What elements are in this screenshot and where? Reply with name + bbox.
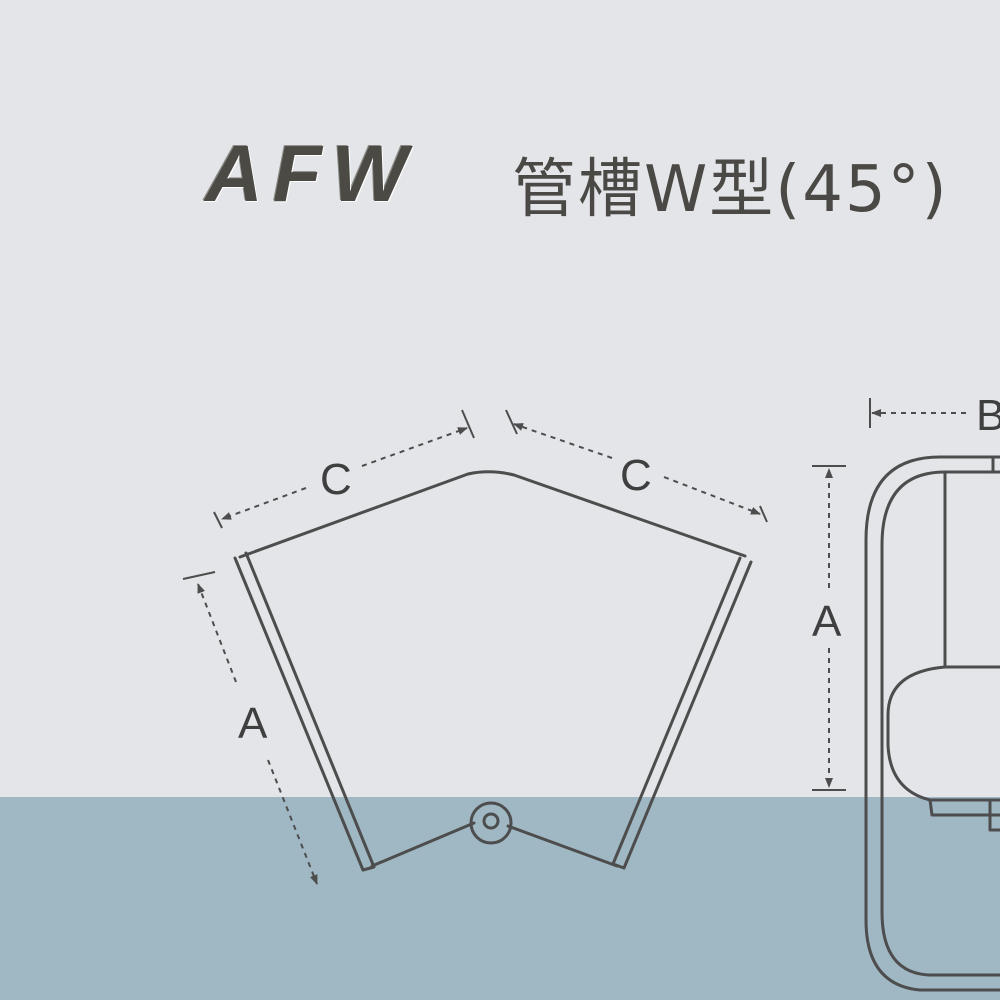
bottom-color-band bbox=[0, 797, 1000, 1000]
section-lower-channel bbox=[886, 665, 1000, 802]
elbow-side-view bbox=[233, 470, 753, 872]
a-left-dimension-line bbox=[197, 583, 237, 683]
duct-cross-section bbox=[864, 455, 1000, 992]
hinge-pin bbox=[482, 812, 500, 830]
section-clip bbox=[988, 798, 1000, 832]
c-right-dimension-line bbox=[513, 423, 613, 459]
a-left-label: A bbox=[238, 699, 268, 748]
c-right-label: C bbox=[620, 451, 652, 500]
c-left-dimension-line bbox=[221, 487, 307, 520]
elbow-inner-edge-left bbox=[370, 821, 476, 868]
section-outer-wall bbox=[864, 455, 1000, 992]
c-left-dimension-line-2 bbox=[361, 427, 468, 467]
c-right-dimension-line-2 bbox=[663, 476, 761, 515]
section-inner-wall bbox=[880, 470, 1000, 977]
elbow-left-flange bbox=[233, 551, 376, 872]
hinge-ring bbox=[469, 801, 513, 845]
elbow-inner-edge-right bbox=[506, 824, 619, 868]
a-right-label: A bbox=[812, 597, 842, 646]
c-extension-lines bbox=[182, 409, 768, 580]
product-description: 管槽W型(45°) bbox=[512, 153, 949, 227]
model-code: AFW bbox=[205, 129, 418, 218]
elbow-outer-edge bbox=[238, 470, 747, 559]
b-label: B bbox=[976, 391, 1000, 440]
a-left-dimension-line-2 bbox=[267, 759, 318, 885]
section-lip bbox=[928, 798, 1000, 817]
c-left-label: C bbox=[320, 455, 352, 504]
elbow-right-flange bbox=[611, 556, 753, 870]
